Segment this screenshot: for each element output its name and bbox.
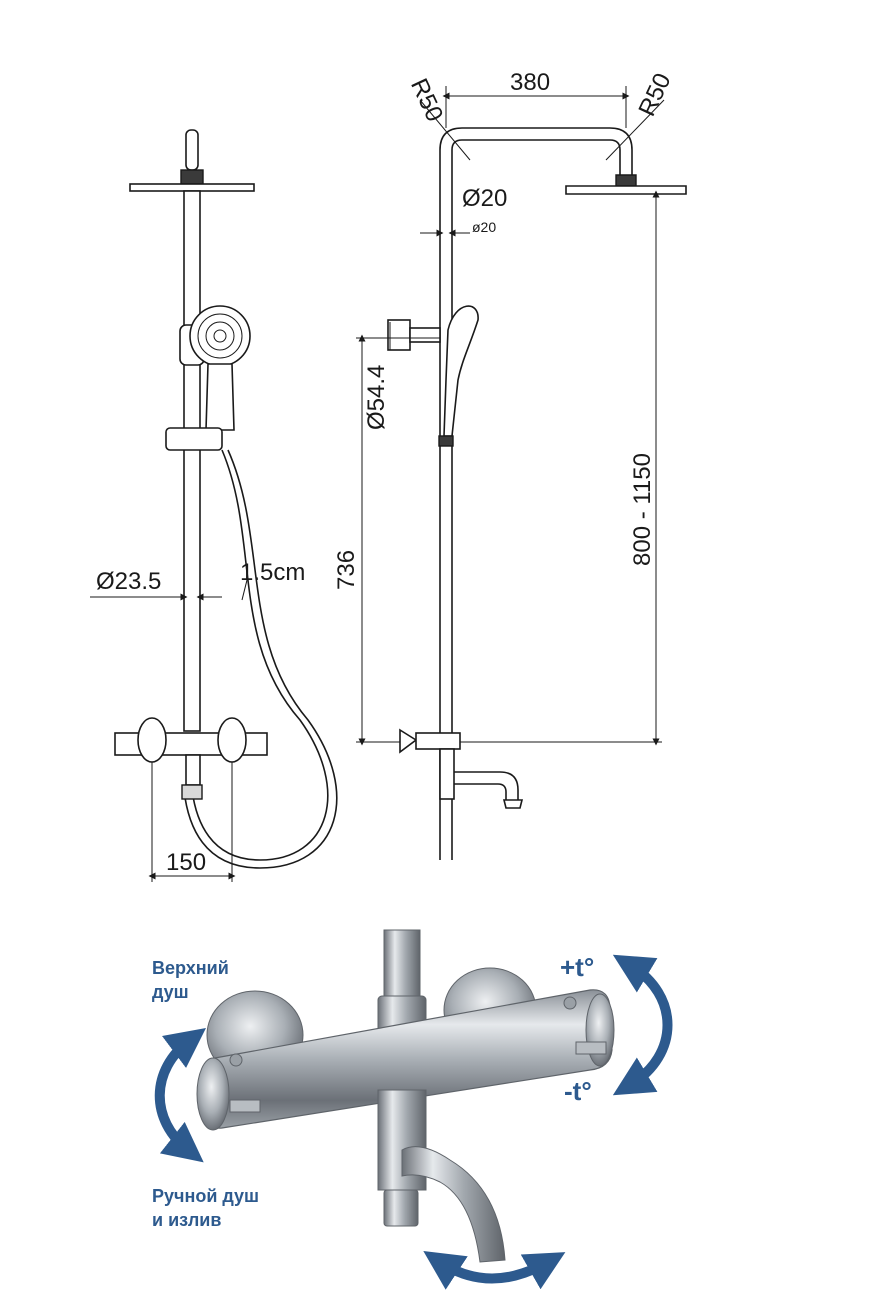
left-end-cap xyxy=(196,1057,230,1131)
side-mixer-body xyxy=(415,732,461,750)
dim-height-736: 736 xyxy=(333,550,360,590)
dim-diameter-54-4: Ø54.4 xyxy=(363,365,390,430)
left-handle-tab xyxy=(229,1099,261,1113)
label-top-shower-line2: душ xyxy=(152,982,189,1002)
mixer-knob-left xyxy=(137,717,167,763)
dim-diameter-23-5: Ø23.5 xyxy=(96,568,161,595)
left-screw xyxy=(229,1053,243,1067)
dim-height-range: 800 - 1150 xyxy=(629,453,656,566)
label-hand-shower-line2: и излив xyxy=(152,1210,221,1230)
side-slide-holder xyxy=(438,435,454,447)
dim-spacing-150: 150 xyxy=(166,849,206,876)
side-mixer-lower xyxy=(439,748,455,800)
label-temp-plus: +t° xyxy=(560,952,594,982)
mixer-knob-right xyxy=(217,717,247,763)
dim-diameter-20-small: ø20 xyxy=(472,219,496,235)
side-hand-shower xyxy=(443,305,479,437)
outlet-nut xyxy=(181,784,203,800)
hand-shower-head xyxy=(189,305,251,367)
top-connector-pipe xyxy=(383,929,421,1001)
dim-r50-right: R50 xyxy=(633,69,676,120)
rotation-arrow-spout-icon xyxy=(423,1250,566,1290)
riser-arm-outer xyxy=(439,127,633,860)
spout-tip xyxy=(502,799,524,809)
main-riser xyxy=(183,190,201,732)
spout-outer xyxy=(454,771,519,800)
hose-outer xyxy=(191,449,329,861)
side-view: R50 380 R50 Ø20 ø20 Ø54.4 736 800 - 1150 xyxy=(333,69,687,860)
right-screw xyxy=(563,996,577,1010)
thermostat-mixer-photo: Верхний душ Ручной душ и излив +t° -t° xyxy=(152,929,673,1290)
dim-width-380: 380 xyxy=(510,69,550,96)
riser-arm-inner xyxy=(451,139,621,860)
side-mixer-knob xyxy=(399,728,418,754)
side-overhead-shower xyxy=(565,185,687,195)
label-temp-minus: -t° xyxy=(564,1076,592,1106)
hose-inner xyxy=(183,449,338,869)
side-holder-arm xyxy=(409,327,441,343)
rotation-arrow-left-icon xyxy=(154,1027,206,1163)
side-head-nut xyxy=(615,174,637,187)
shower-head-nut xyxy=(180,169,204,185)
overhead-shower-plate xyxy=(129,183,255,192)
right-end-cap xyxy=(585,993,615,1067)
front-view: Ø23.5 1.5cm 150 xyxy=(90,129,338,882)
slide-holder xyxy=(165,427,223,451)
hand-shower-handle xyxy=(205,363,235,431)
dim-r50-left: R50 xyxy=(405,75,448,126)
dim-diameter-20: Ø20 xyxy=(462,185,507,212)
top-stub xyxy=(185,129,199,171)
right-handle-tab xyxy=(575,1041,607,1055)
side-holder-knob xyxy=(387,319,411,351)
mixer-outlet xyxy=(185,754,201,786)
rotation-arrow-right-icon xyxy=(612,954,673,1096)
spout-inner xyxy=(454,783,507,800)
lower-outlet-nut xyxy=(383,1189,419,1227)
label-top-shower-line1: Верхний xyxy=(152,958,229,978)
label-hand-shower-line1: Ручной душ xyxy=(152,1186,259,1206)
dim-hose-1-5: 1.5cm xyxy=(240,559,305,586)
